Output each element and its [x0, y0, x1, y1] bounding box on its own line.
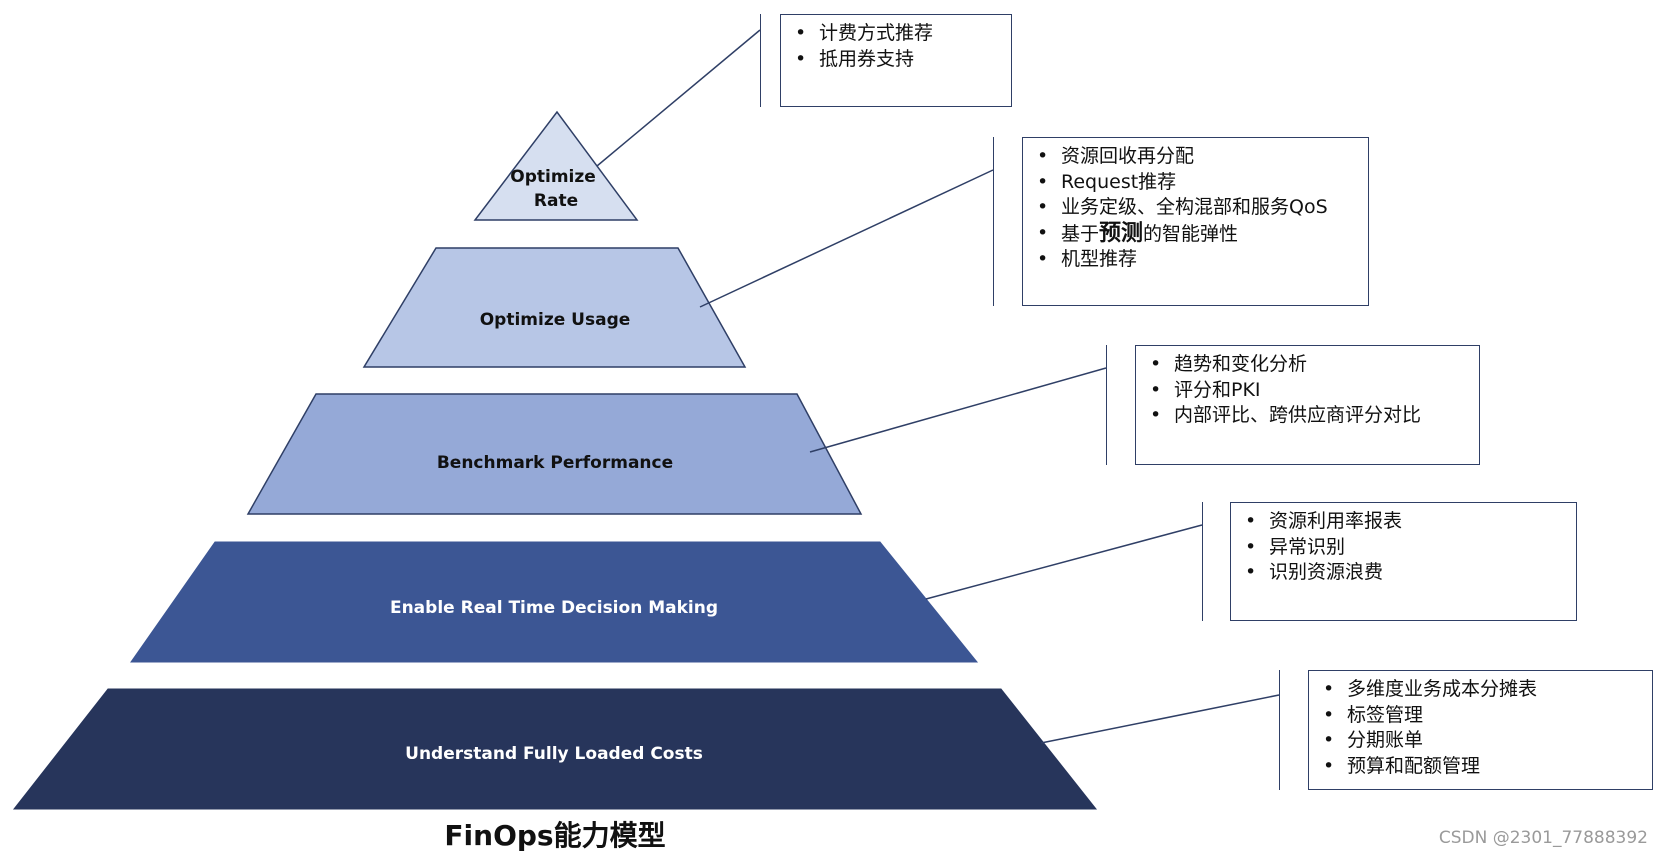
tier-fully-loaded-costs-shape [12, 688, 1098, 810]
box-bracket-4 [1279, 670, 1280, 790]
connector-line-3 [925, 524, 1203, 600]
fully-loaded-costs-list: 多维度业务成本分摊表 标签管理 分期账单 预算和配额管理 [1321, 677, 1642, 779]
diagram-caption: FinOps能力模型 [444, 819, 666, 852]
real-time-decision-list: 资源利用率报表 异常识别 识别资源浪费 [1243, 509, 1566, 586]
tier-benchmark-performance-label: Benchmark Performance [437, 453, 673, 473]
tier-optimize-rate-label-line-1: Optimize [510, 167, 596, 187]
list-item: 标签管理 [1321, 703, 1642, 729]
list-item: 趋势和变化分析 [1148, 352, 1469, 378]
list-item-emphasis: 预测 [1099, 220, 1144, 246]
tier-benchmark-performance-shape [246, 393, 863, 515]
list-item-prefix: 基于 [1061, 222, 1100, 245]
box-bracket-3 [1202, 502, 1203, 621]
tier-optimize-usage-label: Optimize Usage [480, 310, 631, 330]
connector-line-1 [699, 169, 994, 308]
list-item: 识别资源浪费 [1243, 560, 1566, 586]
tier-real-time-decision: Enable Real Time Decision Making [130, 541, 979, 663]
tier-optimize-usage: Optimize Usage [362, 247, 747, 368]
list-item: 资源回收再分配 [1035, 144, 1358, 170]
list-item: 分期账单 [1321, 728, 1642, 754]
tier-optimize-usage-shape [362, 247, 747, 368]
optimize-rate-list: 计费方式推荐 抵用券支持 [793, 21, 1001, 72]
box-bracket-2 [1106, 345, 1107, 465]
watermark: CSDN @2301_77888392 [1438, 828, 1648, 848]
benchmark-performance-list: 趋势和变化分析 评分和PKI 内部评比、跨供应商评分对比 [1148, 352, 1469, 429]
connector-line-4 [1040, 694, 1280, 744]
list-item: 预算和配额管理 [1321, 754, 1642, 780]
tier-fully-loaded-costs-label: Understand Fully Loaded Costs [405, 744, 703, 764]
list-item: 业务定级、全构混部和服务QoS [1035, 195, 1358, 221]
tier-benchmark-performance: Benchmark Performance [246, 393, 863, 515]
tier-optimize-rate-label: Optimize Rate [510, 167, 601, 211]
list-item: 评分和PKI [1148, 378, 1469, 404]
list-item: 基于预测的智能弹性 [1035, 221, 1358, 248]
list-item: 多维度业务成本分摊表 [1321, 677, 1642, 703]
box-bracket-0 [760, 14, 761, 107]
list-item: 机型推荐 [1035, 247, 1358, 273]
list-item: 内部评比、跨供应商评分对比 [1148, 403, 1469, 429]
optimize-usage-list: 资源回收再分配 Request推荐 业务定级、全构混部和服务QoS 基于预测的智… [1035, 144, 1358, 273]
list-item: Request推荐 [1035, 170, 1358, 196]
list-item: 计费方式推荐 [793, 21, 1001, 47]
tier-real-time-decision-shape [130, 541, 979, 663]
tier-optimize-rate: Optimize Rate [473, 110, 639, 221]
list-item: 异常识别 [1243, 535, 1566, 561]
connector-line-2 [809, 367, 1107, 453]
list-item: 抵用券支持 [793, 47, 1001, 73]
list-item: 资源利用率报表 [1243, 509, 1566, 535]
connector-line-0 [596, 29, 761, 167]
benchmark-performance-box: 趋势和变化分析 评分和PKI 内部评比、跨供应商评分对比 [1135, 345, 1480, 465]
optimize-usage-box: 资源回收再分配 Request推荐 业务定级、全构混部和服务QoS 基于预测的智… [1022, 137, 1369, 306]
list-item-suffix: 的智能弹性 [1143, 222, 1239, 245]
tier-real-time-decision-label: Enable Real Time Decision Making [390, 598, 718, 618]
tier-optimize-rate-label-line-2: Rate [534, 191, 578, 211]
fully-loaded-costs-box: 多维度业务成本分摊表 标签管理 分期账单 预算和配额管理 [1308, 670, 1653, 790]
tier-fully-loaded-costs: Understand Fully Loaded Costs [12, 688, 1098, 810]
optimize-rate-box: 计费方式推荐 抵用券支持 [780, 14, 1012, 107]
box-bracket-1 [993, 137, 994, 306]
real-time-decision-box: 资源利用率报表 异常识别 识别资源浪费 [1230, 502, 1577, 621]
